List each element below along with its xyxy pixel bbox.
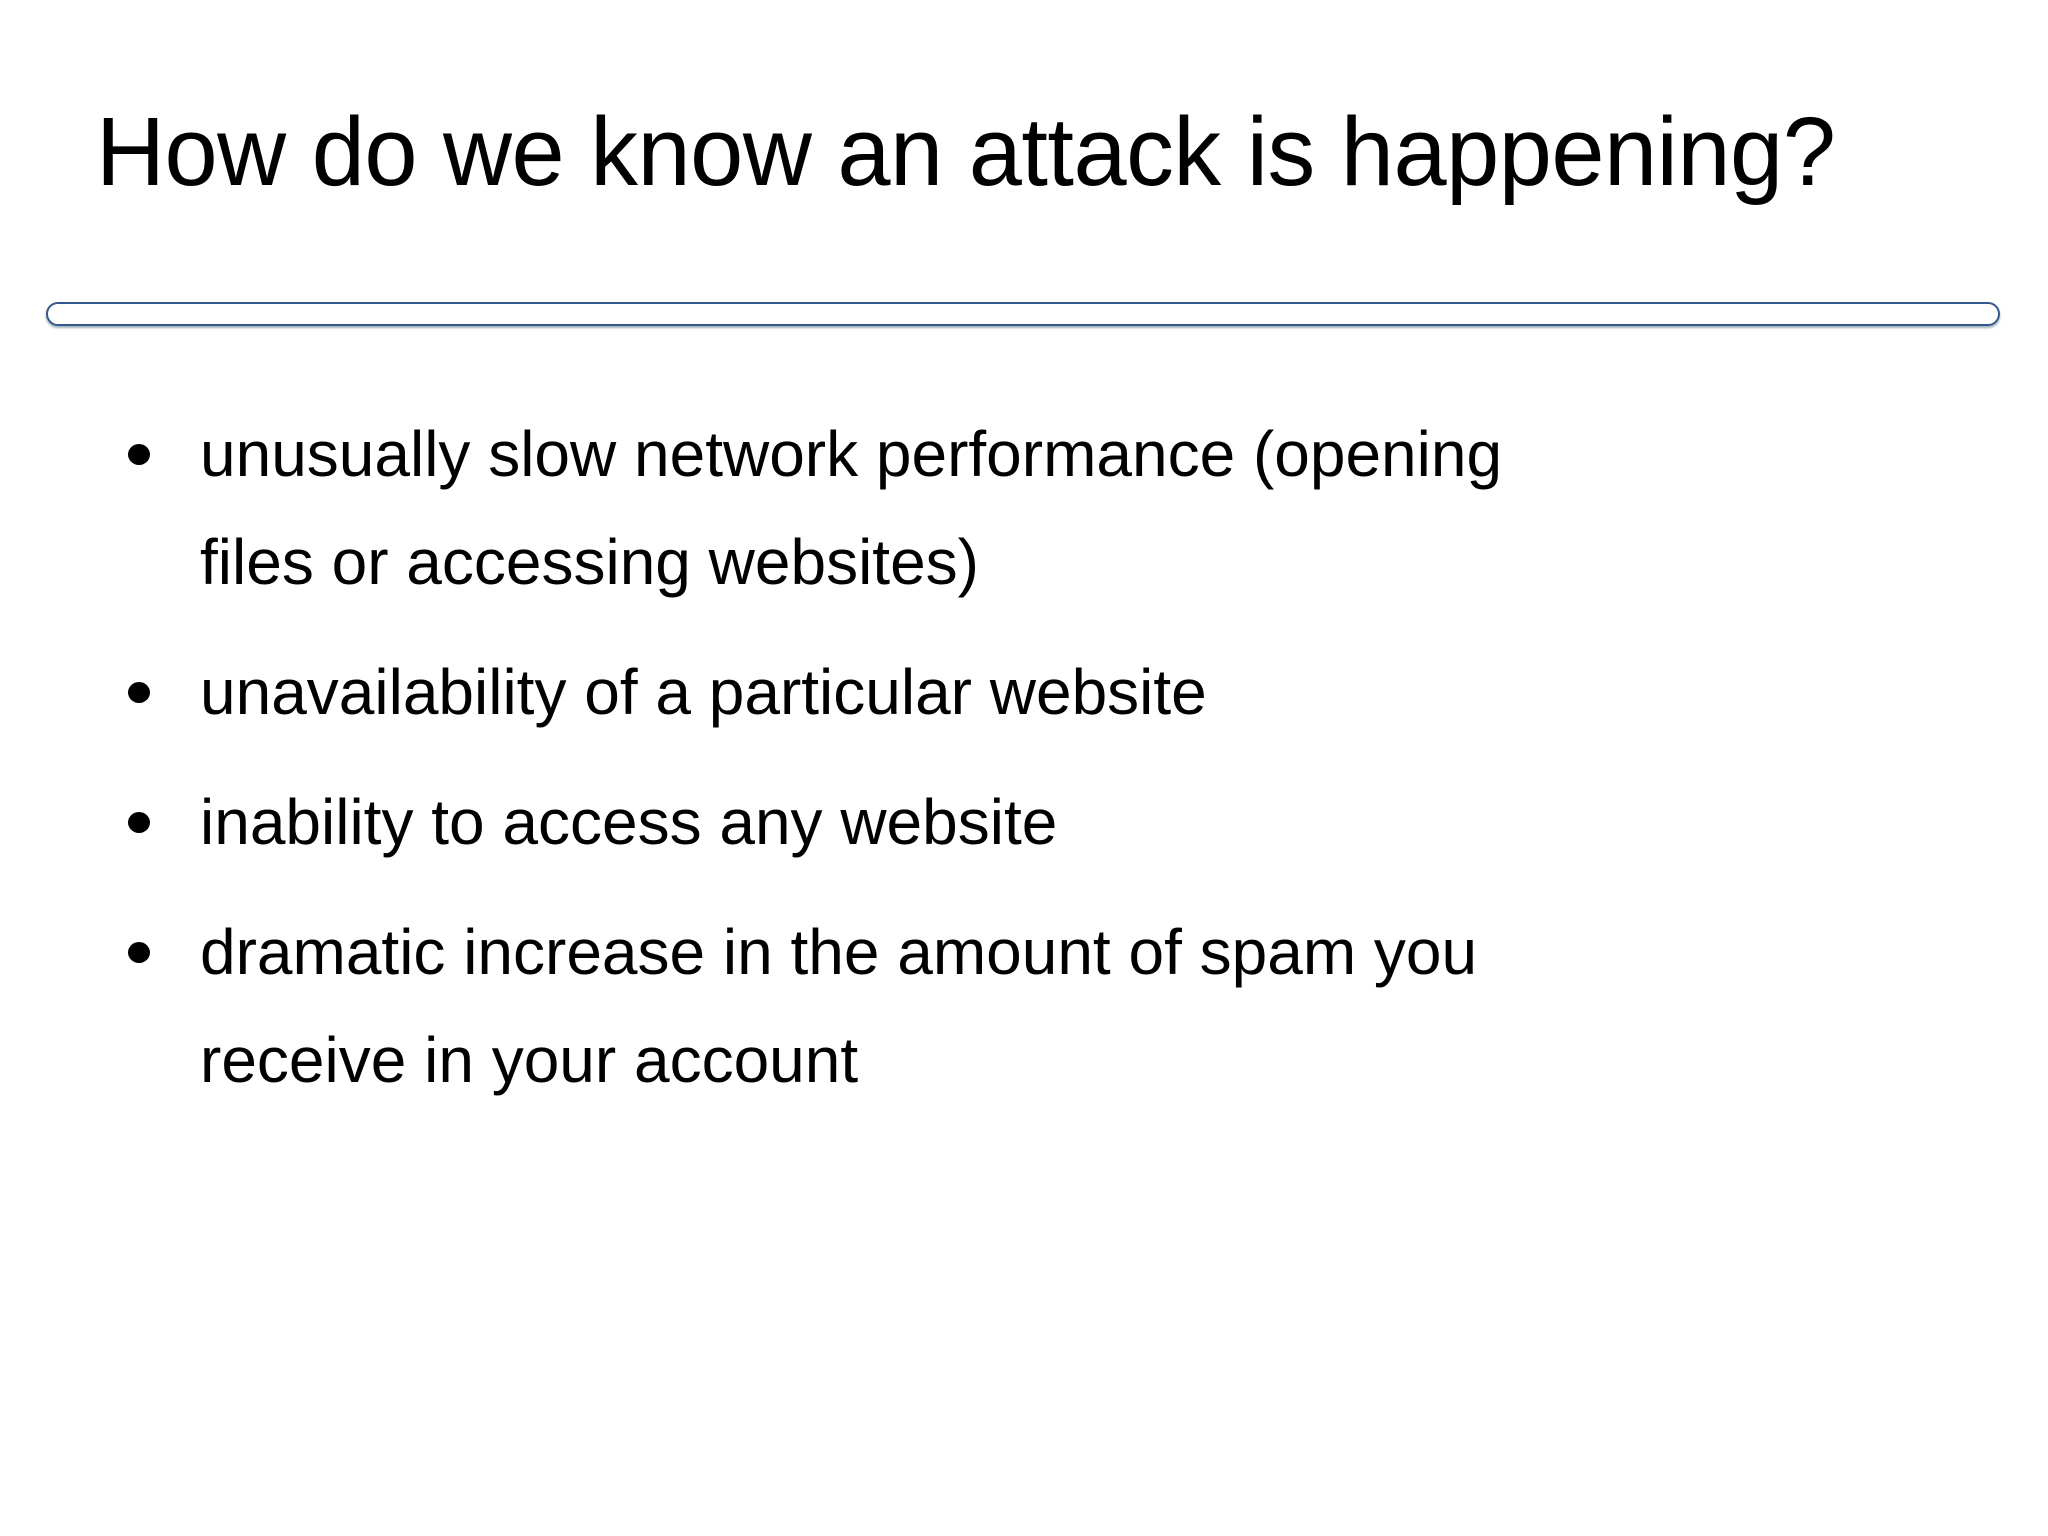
bullet-dot-icon xyxy=(128,682,150,703)
slide-title-placeholder[interactable]: How do we know an attack is happening? xyxy=(96,92,2026,222)
list-item: unusually slow network performance (open… xyxy=(96,400,1996,616)
page-title: How do we know an attack is happening? xyxy=(96,97,1836,206)
title-divider xyxy=(46,300,2000,328)
list-item-label: dramatic increase in the amount of spam … xyxy=(200,916,1478,1096)
bullet-dot-icon xyxy=(128,942,150,963)
bullet-dot-icon xyxy=(128,812,150,833)
list-item: inability to access any website xyxy=(96,768,1996,876)
list-item-label: unavailability of a particular website xyxy=(200,656,1207,728)
bullet-dot-icon xyxy=(128,444,150,465)
divider-bar-shape xyxy=(46,302,2000,326)
list-item: dramatic increase in the amount of spam … xyxy=(96,898,1996,1114)
list-item-label: inability to access any website xyxy=(200,786,1058,858)
slide-body-placeholder[interactable]: unusually slow network performance (open… xyxy=(96,400,1996,1114)
list-item: unavailability of a particular website xyxy=(96,638,1996,746)
list-item-label: unusually slow network performance (open… xyxy=(200,418,1503,598)
